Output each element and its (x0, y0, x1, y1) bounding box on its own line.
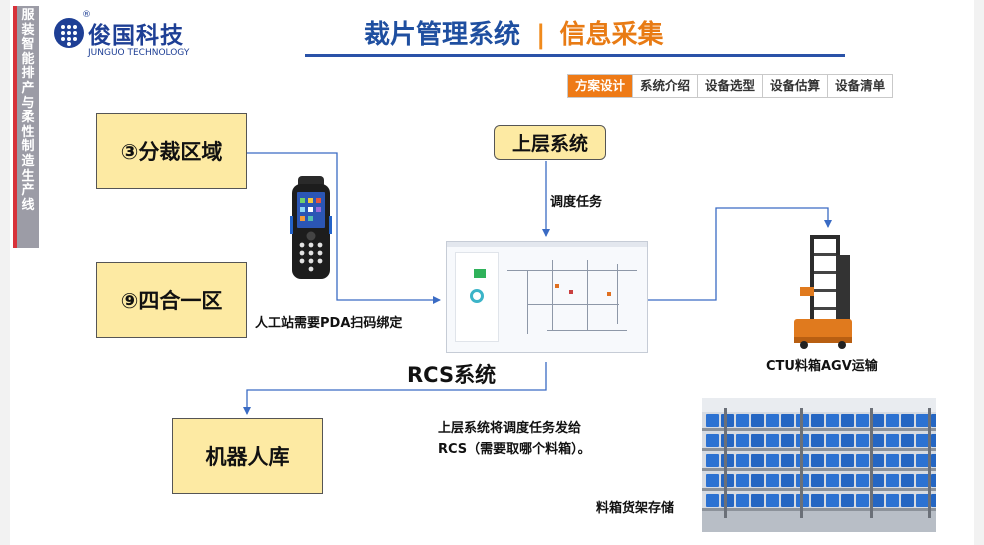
logo-chinese-name: 俊国科技 (88, 23, 184, 49)
side-banner-char: 与 (21, 95, 35, 111)
arrow-rcs-to-agv (648, 207, 832, 301)
side-banner-char: 装 (21, 22, 35, 38)
label-shelf-storage: 料箱货架存储 (596, 501, 675, 516)
side-banner-char: 造 (21, 153, 35, 169)
node-cutting-area: ③分裁区域 (96, 113, 247, 189)
company-logo: ® 俊国科技 JUNGUO TECHNOLOGY (54, 10, 204, 60)
title-underline (305, 54, 845, 57)
node-upper-system: 上层系统 (494, 125, 606, 160)
label-rcs-system: RCS系统 (407, 363, 497, 387)
bin-shelf-storage-icon (702, 398, 936, 532)
side-banner-char: 智 (21, 37, 35, 53)
side-banner: 服装智能排产与柔性制造生产线 (13, 6, 39, 248)
note-line-1: 上层系统将调度任务发给 (438, 421, 582, 436)
logo-english-name: JUNGUO TECHNOLOGY (88, 48, 190, 58)
title-separator: | (536, 20, 546, 50)
node-four-in-one-area: ⑨四合一区 (96, 262, 247, 338)
title-main: 裁片管理系统 (364, 20, 521, 50)
logo-registered-mark: ® (82, 10, 91, 20)
arrow-cutting-to-rcs (246, 152, 441, 304)
slide: 服装智能排产与柔性制造生产线 ® 俊国科技 JUNGUO TECHNOLOGY … (10, 0, 974, 545)
label-pda-binding: 人工站需要PDA扫码绑定 (255, 316, 403, 331)
side-banner-char: 产 (21, 80, 35, 96)
pda-device-icon (290, 176, 332, 279)
ctu-agv-robot-icon (794, 235, 852, 349)
side-banner-char: 能 (21, 51, 35, 67)
logo-dots-icon (54, 18, 84, 48)
side-banner-char: 线 (21, 197, 35, 213)
side-banner-char: 生 (21, 168, 35, 184)
label-ctu-agv: CTU料箱AGV运输 (766, 359, 878, 374)
flow-arrows (243, 152, 832, 415)
side-banner-char: 性 (21, 124, 35, 140)
side-banner-char: 制 (21, 139, 35, 155)
tab-solution-design[interactable]: 方案设计 (568, 75, 634, 97)
title-sub: 信息采集 (559, 20, 664, 50)
side-banner-char: 产 (21, 183, 35, 199)
side-banner-char: 服 (21, 8, 35, 23)
section-tabs: 方案设计 系统介绍 设备选型 设备估算 设备清单 (567, 74, 894, 98)
label-dispatch-task: 调度任务 (550, 195, 603, 210)
side-banner-char: 柔 (21, 110, 35, 126)
note-line-2: RCS（需要取哪个料箱）。 (438, 442, 591, 457)
side-banner-char: 排 (21, 66, 35, 82)
node-robot-storage: 机器人库 (172, 418, 323, 494)
tab-system-intro[interactable]: 系统介绍 (633, 75, 699, 97)
tab-equipment-list[interactable]: 设备清单 (828, 75, 893, 97)
tab-equipment-estimate[interactable]: 设备估算 (763, 75, 829, 97)
page-title: 裁片管理系统 | 信息采集 (364, 14, 664, 50)
rcs-screen-icon (446, 241, 648, 353)
arrow-rcs-to-robot-storage (243, 362, 547, 415)
tab-equipment-selection[interactable]: 设备选型 (698, 75, 764, 97)
